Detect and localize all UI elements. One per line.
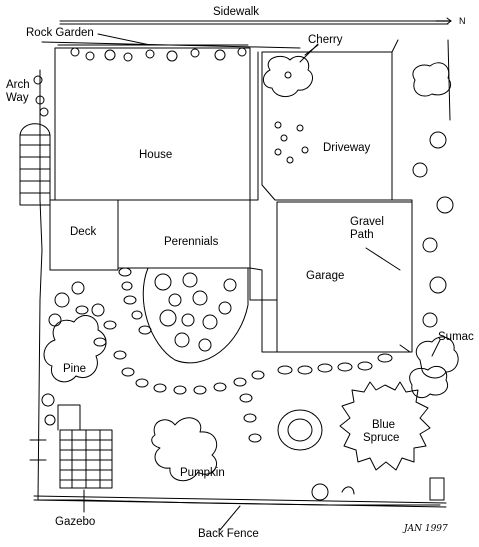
arch-way-structure (19, 75, 51, 206)
sidewalk-label: Sidewalk (213, 6, 260, 18)
cherry-label: Cherry (308, 34, 343, 46)
house-label: House (139, 149, 173, 161)
pine-tree (43, 315, 107, 383)
driveway-outline (261, 51, 393, 201)
signature: JAN 1997 (404, 524, 448, 534)
north-label: N (459, 16, 466, 26)
arch-way-label-1: Arch (6, 79, 30, 91)
leader-lines (83, 33, 441, 531)
arch-way-label-2: Way (6, 92, 29, 104)
pumpkin-patch (151, 417, 218, 482)
pine-label: Pine (63, 363, 87, 375)
gazebo-structure (57, 404, 113, 489)
pumpkin-label: Pumpkin (180, 467, 225, 479)
driveway-plantings (274, 121, 309, 164)
sidewalk (59, 20, 449, 25)
deck-label: Deck (70, 226, 97, 238)
garage-label: Garage (306, 270, 345, 282)
rock-garden (57, 44, 249, 62)
driveway-label: Driveway (323, 142, 371, 154)
gravel-path-label-1: Gravel (350, 216, 384, 228)
sumac-shrubs (409, 62, 459, 399)
gazebo-label: Gazebo (55, 516, 96, 528)
sumac-label: Sumac (438, 331, 474, 343)
stone-circle (277, 409, 323, 451)
blue-spruce-tree (339, 381, 431, 471)
blue-spruce-label-1: Blue (372, 419, 396, 431)
house-outline (54, 47, 251, 201)
blue-spruce-label-2: Spruce (363, 432, 400, 444)
north-arrow-icon (435, 17, 452, 25)
perennial-plants (154, 272, 237, 352)
garage-outline (276, 201, 413, 353)
perennials-bed (142, 267, 249, 364)
back-fence (33, 495, 447, 508)
back-fence-label: Back Fence (198, 528, 259, 540)
fence-objects (311, 477, 445, 501)
stepping-stones (75, 267, 393, 443)
rock-garden-label: Rock Garden (26, 27, 94, 39)
gravel-path-label-2: Path (350, 229, 374, 241)
gravel-path (391, 39, 413, 353)
perennials-label: Perennials (164, 236, 219, 248)
left-shrubs (29, 281, 105, 461)
